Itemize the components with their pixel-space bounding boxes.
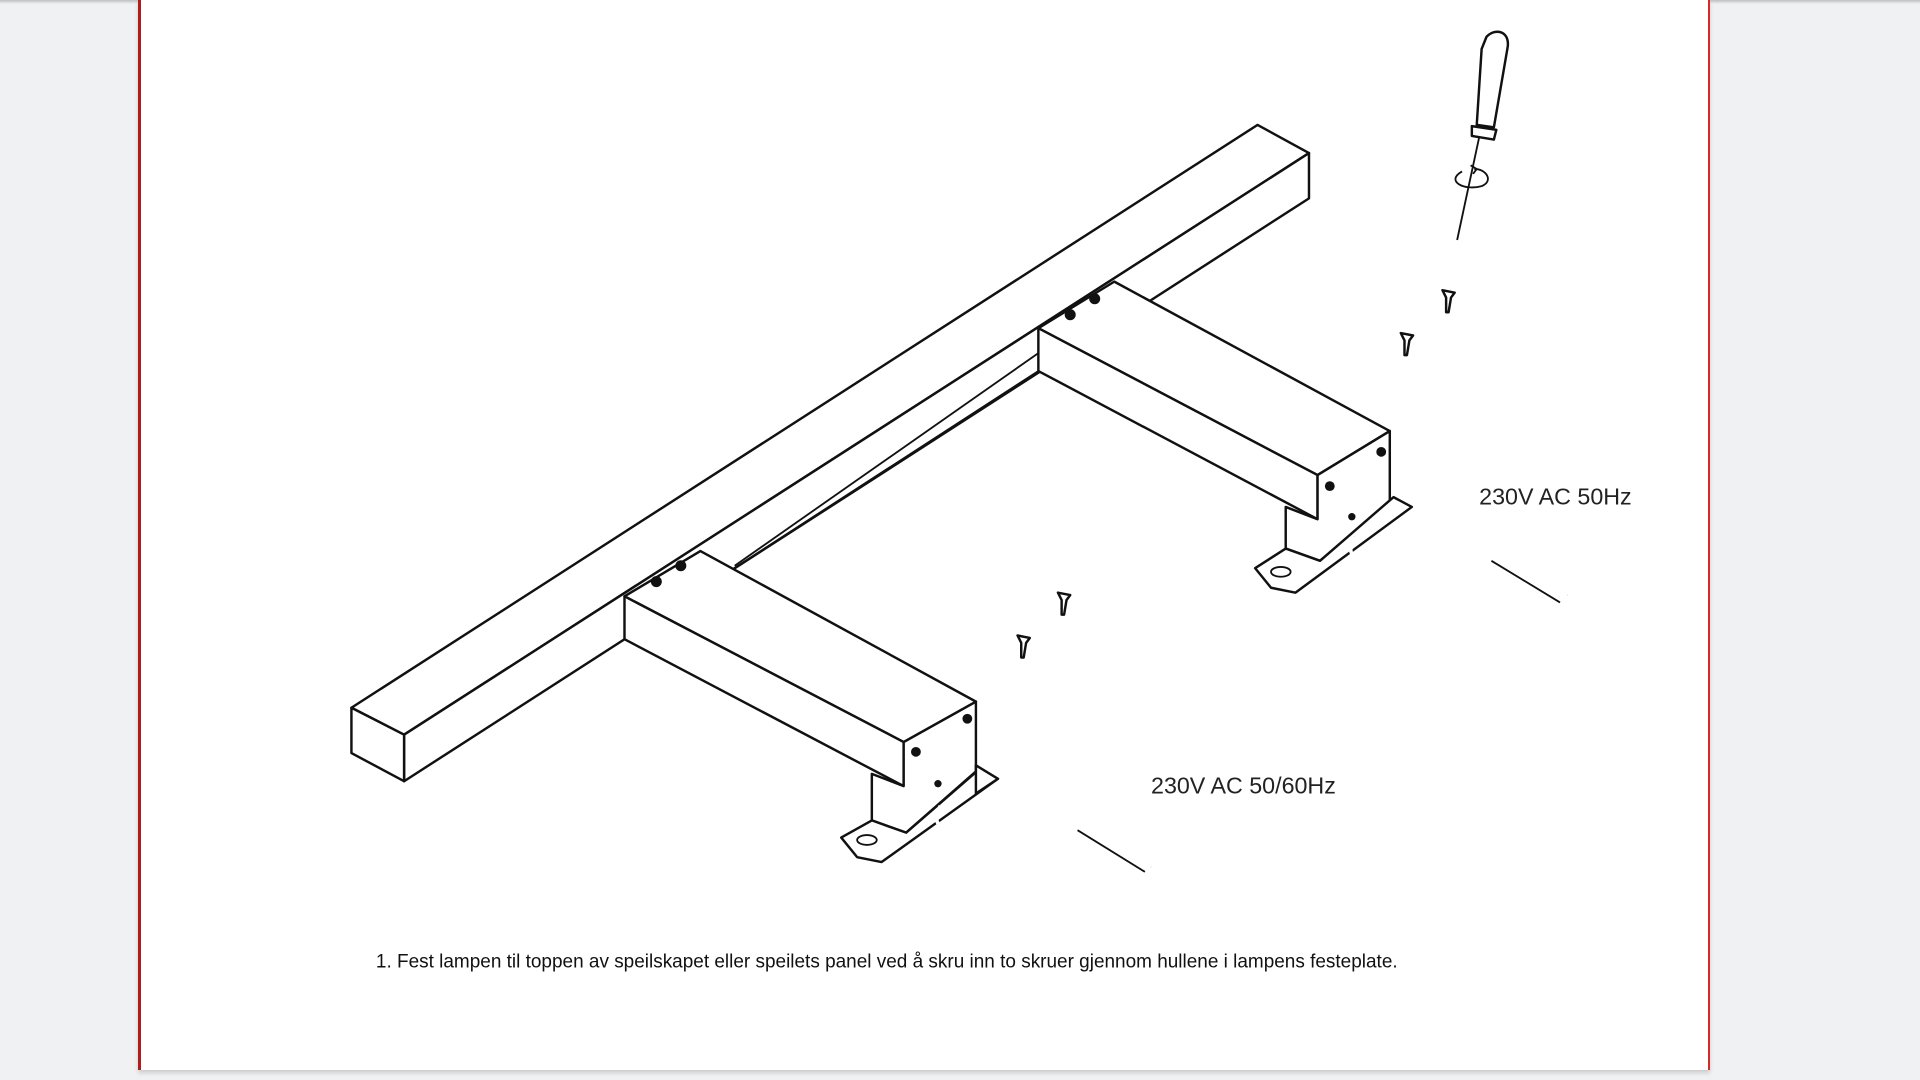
screwdriver-icon bbox=[1454, 30, 1510, 241]
document-page bbox=[138, 0, 1710, 1070]
right-arm bbox=[1037, 280, 1414, 594]
instruction-step-1: 1. Fest lampen til toppen av speilskapet… bbox=[376, 951, 1398, 972]
voltage-label-left: 230V AC 50/60Hz bbox=[1151, 772, 1336, 798]
screw-icons bbox=[1016, 288, 1456, 659]
voltage-label-right: 230V AC 50Hz bbox=[1479, 483, 1632, 509]
left-arm bbox=[623, 549, 1000, 864]
power-cables bbox=[934, 535, 1569, 873]
